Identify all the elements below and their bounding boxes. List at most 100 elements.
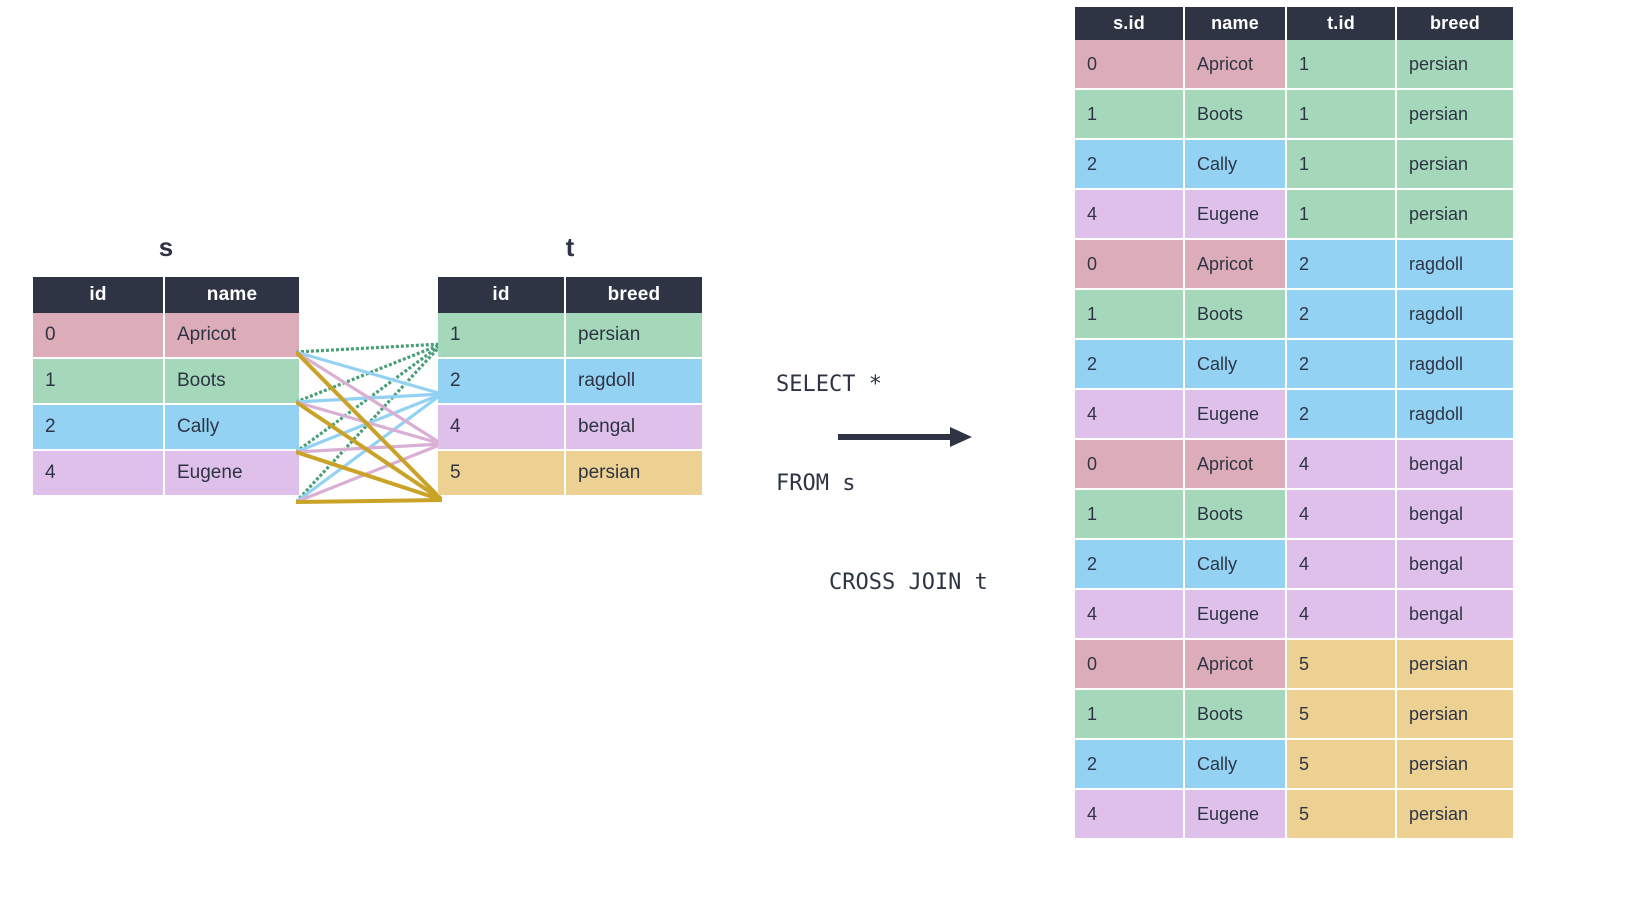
result-cell-s-id: 2: [1075, 740, 1185, 790]
result-cell-breed: ragdoll: [1397, 240, 1513, 290]
result-cell-s-id: 4: [1075, 790, 1185, 838]
table-s-caption: s: [158, 232, 174, 262]
sql-query: SELECT * FROM s CROSS JOIN t: [776, 302, 988, 632]
result-cell-t-id: 4: [1287, 540, 1397, 590]
result-cell-s-id: 2: [1075, 340, 1185, 390]
table-t-cell-id: 1: [438, 313, 566, 359]
result-header-s-id: s.id: [1075, 7, 1185, 40]
table-s-cell-id: 4: [33, 451, 165, 495]
sql-line-select: SELECT *: [776, 372, 882, 397]
table-s-cell-name: Boots: [165, 359, 299, 405]
result-cell-breed: bengal: [1397, 540, 1513, 590]
result-cell-t-id: 4: [1287, 490, 1397, 540]
result-cell-breed: bengal: [1397, 490, 1513, 540]
result-cell-t-id: 5: [1287, 690, 1397, 740]
result-cell-t-id: 5: [1287, 740, 1397, 790]
result-cell-name: Apricot: [1185, 240, 1287, 290]
connector-line: [296, 442, 442, 454]
result-header-breed: breed: [1397, 7, 1513, 40]
table-s-cell-name: Apricot: [165, 313, 299, 359]
connector-line: [296, 498, 442, 504]
result-cell-breed: persian: [1397, 90, 1513, 140]
result-cell-s-id: 4: [1075, 190, 1185, 240]
connector-line: [296, 350, 442, 446]
connector-line: [296, 342, 442, 354]
result-cell-s-id: 1: [1075, 690, 1185, 740]
table-s-cell-name: Cally: [165, 405, 299, 451]
result-cell-breed: persian: [1397, 640, 1513, 690]
result-cell-name: Cally: [1185, 340, 1287, 390]
result-cell-name: Apricot: [1185, 40, 1287, 90]
table-s-header-row: id name: [33, 277, 299, 313]
result-cell-t-id: 1: [1287, 90, 1397, 140]
result-cell-t-id: 2: [1287, 290, 1397, 340]
result-cell-name: Boots: [1185, 290, 1287, 340]
result-cell-breed: persian: [1397, 690, 1513, 740]
result-cell-name: Eugene: [1185, 390, 1287, 440]
result-cell-t-id: 1: [1287, 40, 1397, 90]
table-t-cell-breed: persian: [566, 313, 702, 359]
connector-line: [296, 400, 442, 446]
result-cell-breed: ragdoll: [1397, 390, 1513, 440]
result-cell-s-id: 1: [1075, 90, 1185, 140]
table-t-cell-breed: ragdoll: [566, 359, 702, 405]
result-cell-s-id: 2: [1075, 540, 1185, 590]
table-s-header-id: id: [33, 277, 165, 313]
connector-line: [296, 450, 442, 502]
result-cell-name: Boots: [1185, 490, 1287, 540]
connector-line: [296, 342, 442, 404]
result-cell-t-id: 4: [1287, 590, 1397, 640]
table-t-header-breed: breed: [566, 277, 702, 313]
result-cell-t-id: 4: [1287, 440, 1397, 490]
result-cell-t-id: 5: [1287, 790, 1397, 838]
result-cell-t-id: 1: [1287, 190, 1397, 240]
result-cell-s-id: 0: [1075, 440, 1185, 490]
result-cell-name: Apricot: [1185, 440, 1287, 490]
table-t-cell-breed: bengal: [566, 405, 702, 451]
result-cell-t-id: 5: [1287, 640, 1397, 690]
result-header-row: s.id name t.id breed: [1075, 7, 1513, 40]
sql-line-from: FROM s: [776, 471, 856, 496]
connector-line: [296, 350, 442, 502]
result-cell-breed: ragdoll: [1397, 340, 1513, 390]
result-cell-breed: bengal: [1397, 590, 1513, 640]
result-cell-breed: persian: [1397, 740, 1513, 790]
result-cell-breed: persian: [1397, 40, 1513, 90]
result-cell-s-id: 2: [1075, 140, 1185, 190]
result-cell-name: Boots: [1185, 690, 1287, 740]
result-cell-s-id: 1: [1075, 290, 1185, 340]
result-cell-name: Eugene: [1185, 590, 1287, 640]
result-cell-s-id: 1: [1075, 490, 1185, 540]
table-s-cell-id: 2: [33, 405, 165, 451]
result-header-t-id: t.id: [1287, 7, 1397, 40]
join-connector-lines: [296, 342, 442, 504]
connector-line: [296, 400, 442, 502]
result-cell-name: Eugene: [1185, 190, 1287, 240]
result-cell-breed: persian: [1397, 140, 1513, 190]
table-t-cell-breed: persian: [566, 451, 702, 495]
result-cell-name: Boots: [1185, 90, 1287, 140]
table-t-header-id: id: [438, 277, 566, 313]
result-cell-breed: persian: [1397, 190, 1513, 240]
result-cell-name: Apricot: [1185, 640, 1287, 690]
